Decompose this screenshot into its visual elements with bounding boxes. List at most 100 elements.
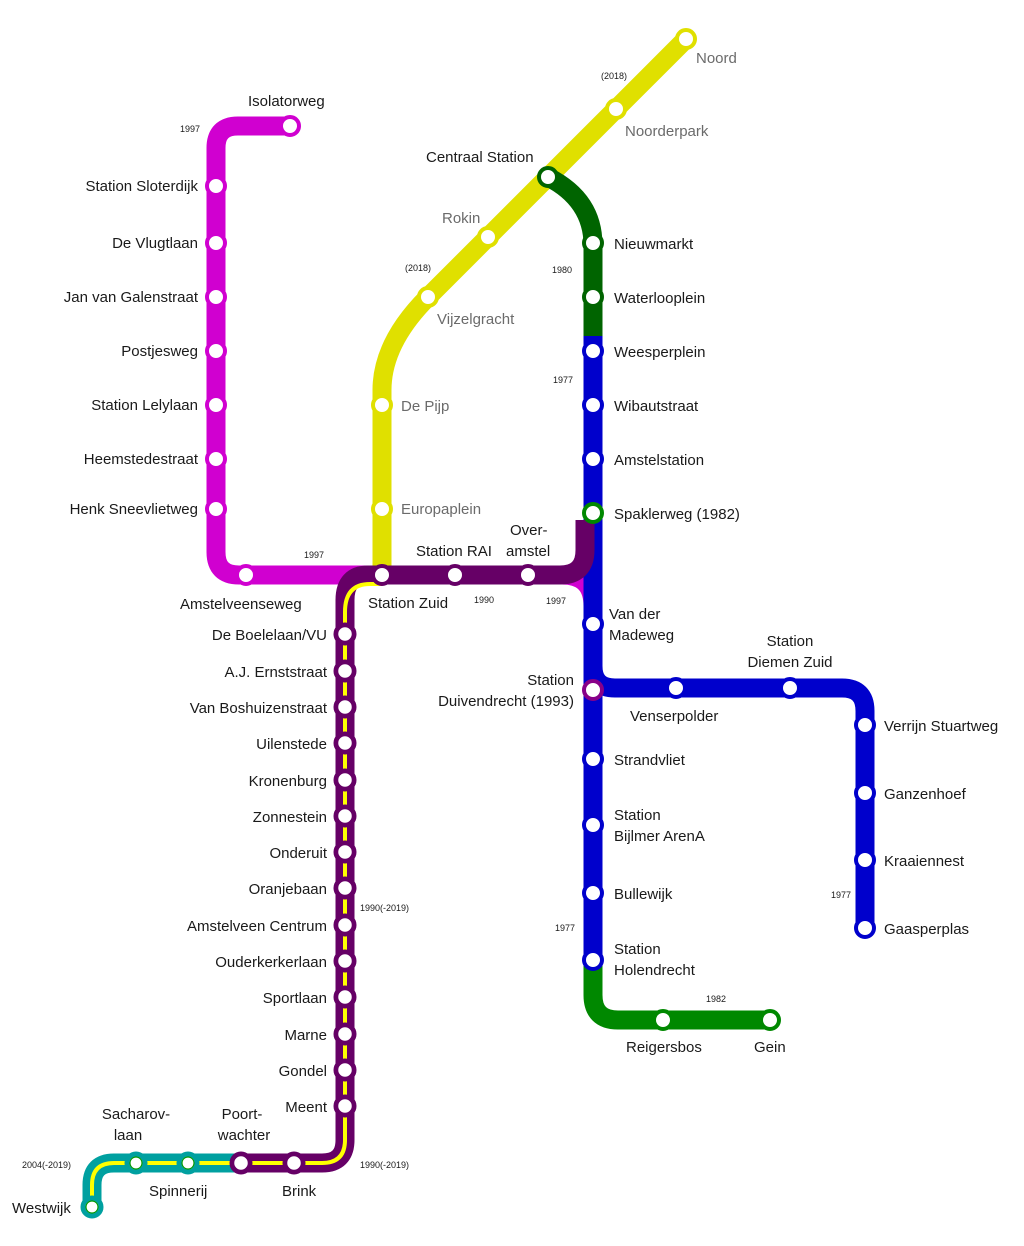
label-spinnerij: Spinnerij bbox=[149, 1183, 207, 1200]
station-waterlooplein[interactable] bbox=[582, 286, 604, 308]
label-sportlaan: Sportlaan bbox=[263, 990, 327, 1007]
station-reigersbos[interactable] bbox=[652, 1009, 674, 1031]
ring-inner bbox=[234, 1156, 248, 1170]
green-line bbox=[583, 962, 770, 1030]
label-brink: Brink bbox=[282, 1183, 317, 1200]
year-teal: 2004(-2019) bbox=[22, 1160, 71, 1170]
label-aj-ernststraat: A.J. Ernststraat bbox=[224, 664, 327, 681]
ring-inner bbox=[287, 1156, 301, 1170]
label-nieuwmarkt: Nieuwmarkt bbox=[614, 236, 694, 253]
ring-inner bbox=[129, 1156, 143, 1170]
station-weesperplein[interactable] bbox=[582, 340, 604, 362]
label-rai: Station RAI bbox=[416, 543, 492, 560]
year-magenta-3: 1997 bbox=[546, 596, 566, 606]
station-amstelstation[interactable] bbox=[582, 448, 604, 470]
label-bullewijk: Bullewijk bbox=[614, 886, 673, 903]
ring-inner bbox=[338, 627, 352, 641]
ring-inner bbox=[338, 881, 352, 895]
station-van-der-madeweg[interactable] bbox=[582, 613, 604, 635]
label-sloterdijk: Station Sloterdijk bbox=[85, 178, 198, 195]
dark-green-stations bbox=[537, 166, 604, 308]
station-vijzelgracht[interactable] bbox=[417, 286, 439, 308]
label-jan-van-galenstraat: Jan van Galenstraat bbox=[64, 289, 199, 306]
station-wibautstraat[interactable] bbox=[582, 394, 604, 416]
station-venserpolder[interactable] bbox=[665, 677, 687, 699]
label-noorderpark: Noorderpark bbox=[625, 123, 709, 140]
label-weesperplein: Weesperplein bbox=[614, 344, 705, 361]
label-poortwachter: Poort-wachter bbox=[217, 1106, 271, 1144]
station-spaklerweg[interactable] bbox=[582, 502, 604, 524]
station-europaplein[interactable] bbox=[371, 498, 393, 520]
label-waterlooplein: Waterlooplein bbox=[614, 290, 705, 307]
station-diemen-zuid[interactable] bbox=[779, 677, 801, 699]
station-jan-van-galenstraat[interactable] bbox=[205, 286, 227, 308]
station-kraaiennest[interactable] bbox=[854, 849, 876, 871]
ring-inner bbox=[338, 736, 352, 750]
station-noorderpark[interactable] bbox=[605, 98, 627, 120]
label-oranjebaan: Oranjebaan bbox=[249, 881, 327, 898]
station-postjesweg[interactable] bbox=[205, 340, 227, 362]
label-de-boelelaan: De Boelelaan/VU bbox=[212, 627, 327, 644]
station-zuid[interactable] bbox=[371, 564, 393, 586]
purple-stations bbox=[371, 564, 539, 586]
magenta-stations bbox=[205, 115, 301, 586]
station-noord[interactable] bbox=[675, 28, 697, 50]
label-amstelstation: Amstelstation bbox=[614, 452, 704, 469]
station-overamstel[interactable] bbox=[517, 564, 539, 586]
station-heemstedestraat[interactable] bbox=[205, 448, 227, 470]
station-rokin[interactable] bbox=[477, 226, 499, 248]
label-rokin: Rokin bbox=[442, 210, 480, 227]
station-verrijn-stuartweg[interactable] bbox=[854, 714, 876, 736]
station-de-vlugtlaan[interactable] bbox=[205, 232, 227, 254]
label-van-boshuizenstraat: Van Boshuizenstraat bbox=[190, 700, 328, 717]
station-bijlmer-arena[interactable] bbox=[582, 814, 604, 836]
label-zonnestein: Zonnestein bbox=[253, 809, 327, 826]
station-gaasperplas[interactable] bbox=[854, 917, 876, 939]
station-lelylaan[interactable] bbox=[205, 394, 227, 416]
purple-line bbox=[382, 520, 595, 585]
ring-inner bbox=[85, 1200, 99, 1214]
year-purple: 1990 bbox=[474, 595, 494, 605]
station-sloterdijk[interactable] bbox=[205, 175, 227, 197]
station-ganzenhoef[interactable] bbox=[854, 782, 876, 804]
station-henk-sneevlietweg[interactable] bbox=[205, 498, 227, 520]
station-gein[interactable] bbox=[759, 1009, 781, 1031]
station-isolatorweg[interactable] bbox=[279, 115, 301, 137]
dark-green-line bbox=[543, 168, 603, 336]
label-ouderkerkerlaan: Ouderkerkerlaan bbox=[215, 954, 327, 971]
station-bullewijk[interactable] bbox=[582, 882, 604, 904]
label-gondel: Gondel bbox=[279, 1063, 327, 1080]
station-rai[interactable] bbox=[444, 564, 466, 586]
station-de-pijp[interactable] bbox=[371, 394, 393, 416]
label-zuid: Station Zuid bbox=[368, 595, 448, 612]
station-centraal[interactable] bbox=[537, 166, 559, 188]
yellow-stations bbox=[371, 28, 697, 520]
year-amstelveen-2: 1990(-2019) bbox=[360, 1160, 409, 1170]
label-wibautstraat: Wibautstraat bbox=[614, 398, 699, 415]
station-nieuwmarkt[interactable] bbox=[582, 232, 604, 254]
station-amstelveenseweg[interactable] bbox=[235, 564, 257, 586]
ring-inner bbox=[338, 1099, 352, 1113]
label-vijzelgracht: Vijzelgracht bbox=[437, 311, 515, 328]
year-amstelveen-1: 1990(-2019) bbox=[360, 903, 409, 913]
label-kronenburg: Kronenburg bbox=[249, 773, 327, 790]
label-gein: Gein bbox=[754, 1039, 786, 1056]
amstelveen-inner bbox=[241, 582, 382, 1165]
label-lelylaan: Station Lelylaan bbox=[91, 397, 198, 414]
ring-inner bbox=[181, 1156, 195, 1170]
label-westwijk: Westwijk bbox=[12, 1200, 71, 1217]
blue-line-east bbox=[583, 665, 875, 928]
ring-inner bbox=[338, 1063, 352, 1077]
magenta-line bbox=[206, 116, 382, 585]
station-duivendrecht[interactable] bbox=[582, 679, 604, 701]
station-strandvliet[interactable] bbox=[582, 748, 604, 770]
ring-inner bbox=[338, 954, 352, 968]
amstelveen-stations bbox=[229, 622, 357, 1175]
year-blue-1: 1977 bbox=[553, 375, 573, 385]
station-holendrecht[interactable] bbox=[582, 949, 604, 971]
ring-inner bbox=[338, 990, 352, 1004]
year-dark-green: 1980 bbox=[552, 265, 572, 275]
